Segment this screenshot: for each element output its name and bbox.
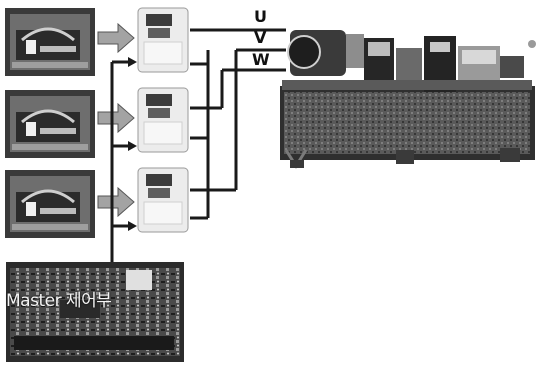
motor-drive-2 (138, 88, 188, 152)
master-controller-photo (6, 262, 184, 362)
arrow-supply-to-drive-2 (98, 104, 134, 132)
arrow-supply-to-drive-3 (98, 188, 134, 216)
phase-wiring (190, 30, 286, 218)
phase-u-label: U (254, 7, 267, 26)
phase-w-label: W (252, 50, 270, 69)
arrow-supply-to-drive-1 (98, 24, 134, 52)
phase-v-label: V (254, 28, 267, 47)
motor-test-bench (280, 30, 536, 168)
master-controller-label: Master 제어부 (6, 286, 111, 311)
supply-unit-3 (5, 170, 95, 238)
supply-unit-1 (5, 8, 95, 76)
motor-drive-1 (138, 8, 188, 72)
control-bus (112, 62, 128, 272)
supply-unit-2 (5, 90, 95, 158)
motor-drive-3 (138, 168, 188, 232)
